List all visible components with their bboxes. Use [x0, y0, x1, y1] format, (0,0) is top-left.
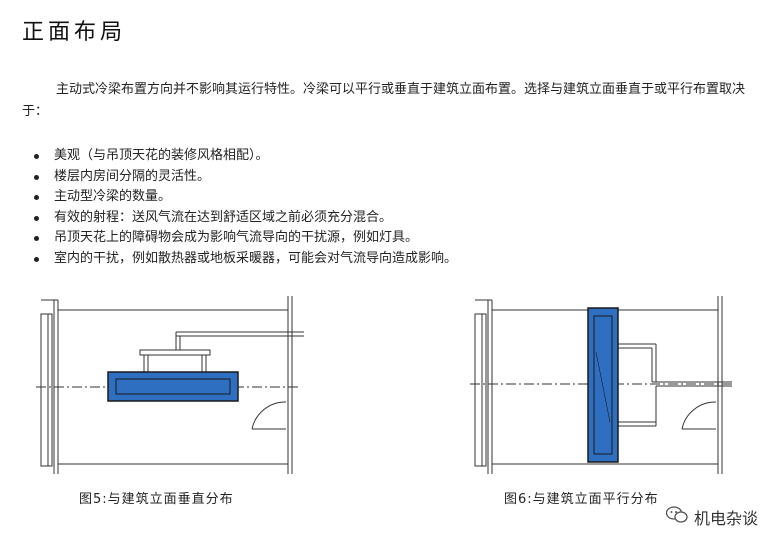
watermark-text: 机电杂谈	[693, 509, 758, 528]
bullet-text: 吊顶天花上的障碍物会成为影响气流导向的干扰源，例如灯具。	[54, 230, 419, 245]
list-item: 楼层内房间分隔的灵活性。	[34, 167, 457, 188]
list-item: 美观（与吊顶天花的装修风格相配）。	[34, 146, 457, 167]
figure-5-caption: 图5:与建筑立面垂直分布	[79, 492, 234, 507]
chilled-beam	[107, 371, 239, 402]
watermark: 机电杂谈	[665, 505, 758, 529]
list-item: 有效的射程：送风气流在达到舒适区域之前必须充分混合。	[34, 208, 457, 229]
bullet-icon	[34, 256, 39, 262]
figure-6-caption: 图6:与建筑立面平行分布	[504, 492, 659, 507]
list-item: 吊顶天花上的障碍物会成为影响气流导向的干扰源，例如灯具。	[34, 228, 457, 249]
bullet-icon	[34, 236, 39, 241]
bullet-icon	[34, 154, 39, 159]
bullet-text: 有效的射程：送风气流在达到舒适区域之前必须充分混合。	[54, 209, 393, 225]
figure-6-diagram	[470, 296, 732, 474]
bullet-icon	[34, 174, 39, 180]
bullet-icon	[34, 195, 39, 200]
bullet-text: 室内的干扰，例如散热器或地板采暖器，可能会对气流导向造成影响。	[54, 250, 458, 266]
wechat-icon	[665, 506, 688, 528]
bullet-text: 楼层内房间分隔的灵活性。	[54, 168, 211, 184]
list-item: 室内的干扰，例如散热器或地板采暖器，可能会对气流导向造成影响。	[34, 249, 457, 270]
bullet-text: 美观（与吊顶天花的装修风格相配）。	[54, 148, 269, 163]
bullet-text: 主动型冷梁的数量。	[54, 189, 172, 204]
page-title: 正面布局	[22, 20, 127, 45]
intro-paragraph: 主动式冷梁布置方向并不影响其运行特性。冷梁可以平行或垂直于建筑立面布置。选择与建…	[22, 82, 746, 119]
chilled-beam	[587, 307, 619, 463]
bullet-icon	[34, 215, 39, 221]
list-item: 主动型冷梁的数量。	[34, 187, 457, 208]
bullet-list: 美观（与吊顶天花的装修风格相配）。 楼层内房间分隔的灵活性。 主动型冷梁的数量。…	[34, 146, 457, 269]
figure-5-diagram	[36, 296, 304, 474]
